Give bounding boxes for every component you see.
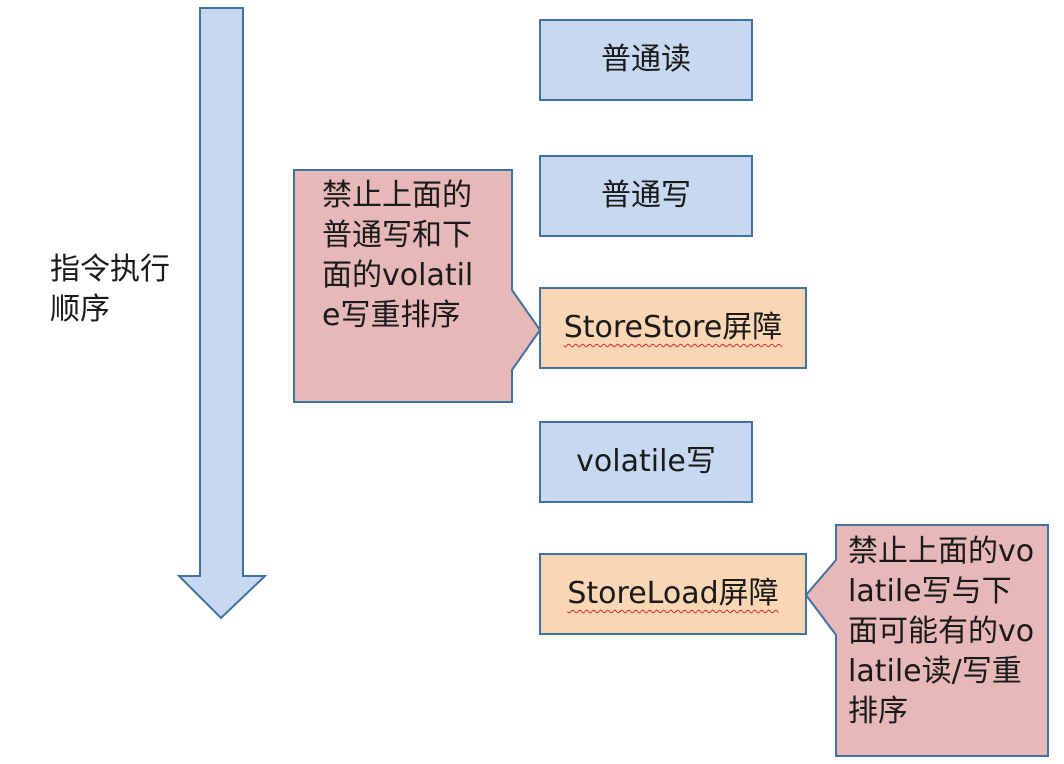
normal-read-box: 普通读	[539, 19, 753, 101]
storeload-barrier-label: StoreLoad屏障	[567, 576, 779, 611]
execution-order-label: 指令执行顺序	[50, 252, 170, 327]
storestore-barrier-box: StoreStore屏障	[539, 287, 807, 369]
storeload-barrier-box: StoreLoad屏障	[539, 553, 807, 635]
normal-write-label: 普通写	[601, 178, 691, 213]
storestore-barrier-label: StoreStore屏障	[563, 310, 783, 345]
storeload-note: 禁止上面的volatile写与下面可能有的volatile读/写重排序	[848, 534, 1035, 729]
volatile-write-label: volatile写	[576, 444, 716, 479]
storestore-note: 禁止上面的普通写和下面的volatile写重排序	[322, 178, 474, 333]
normal-read-label: 普通读	[601, 42, 691, 77]
volatile-write-box: volatile写	[539, 421, 753, 503]
normal-write-box: 普通写	[539, 155, 753, 237]
